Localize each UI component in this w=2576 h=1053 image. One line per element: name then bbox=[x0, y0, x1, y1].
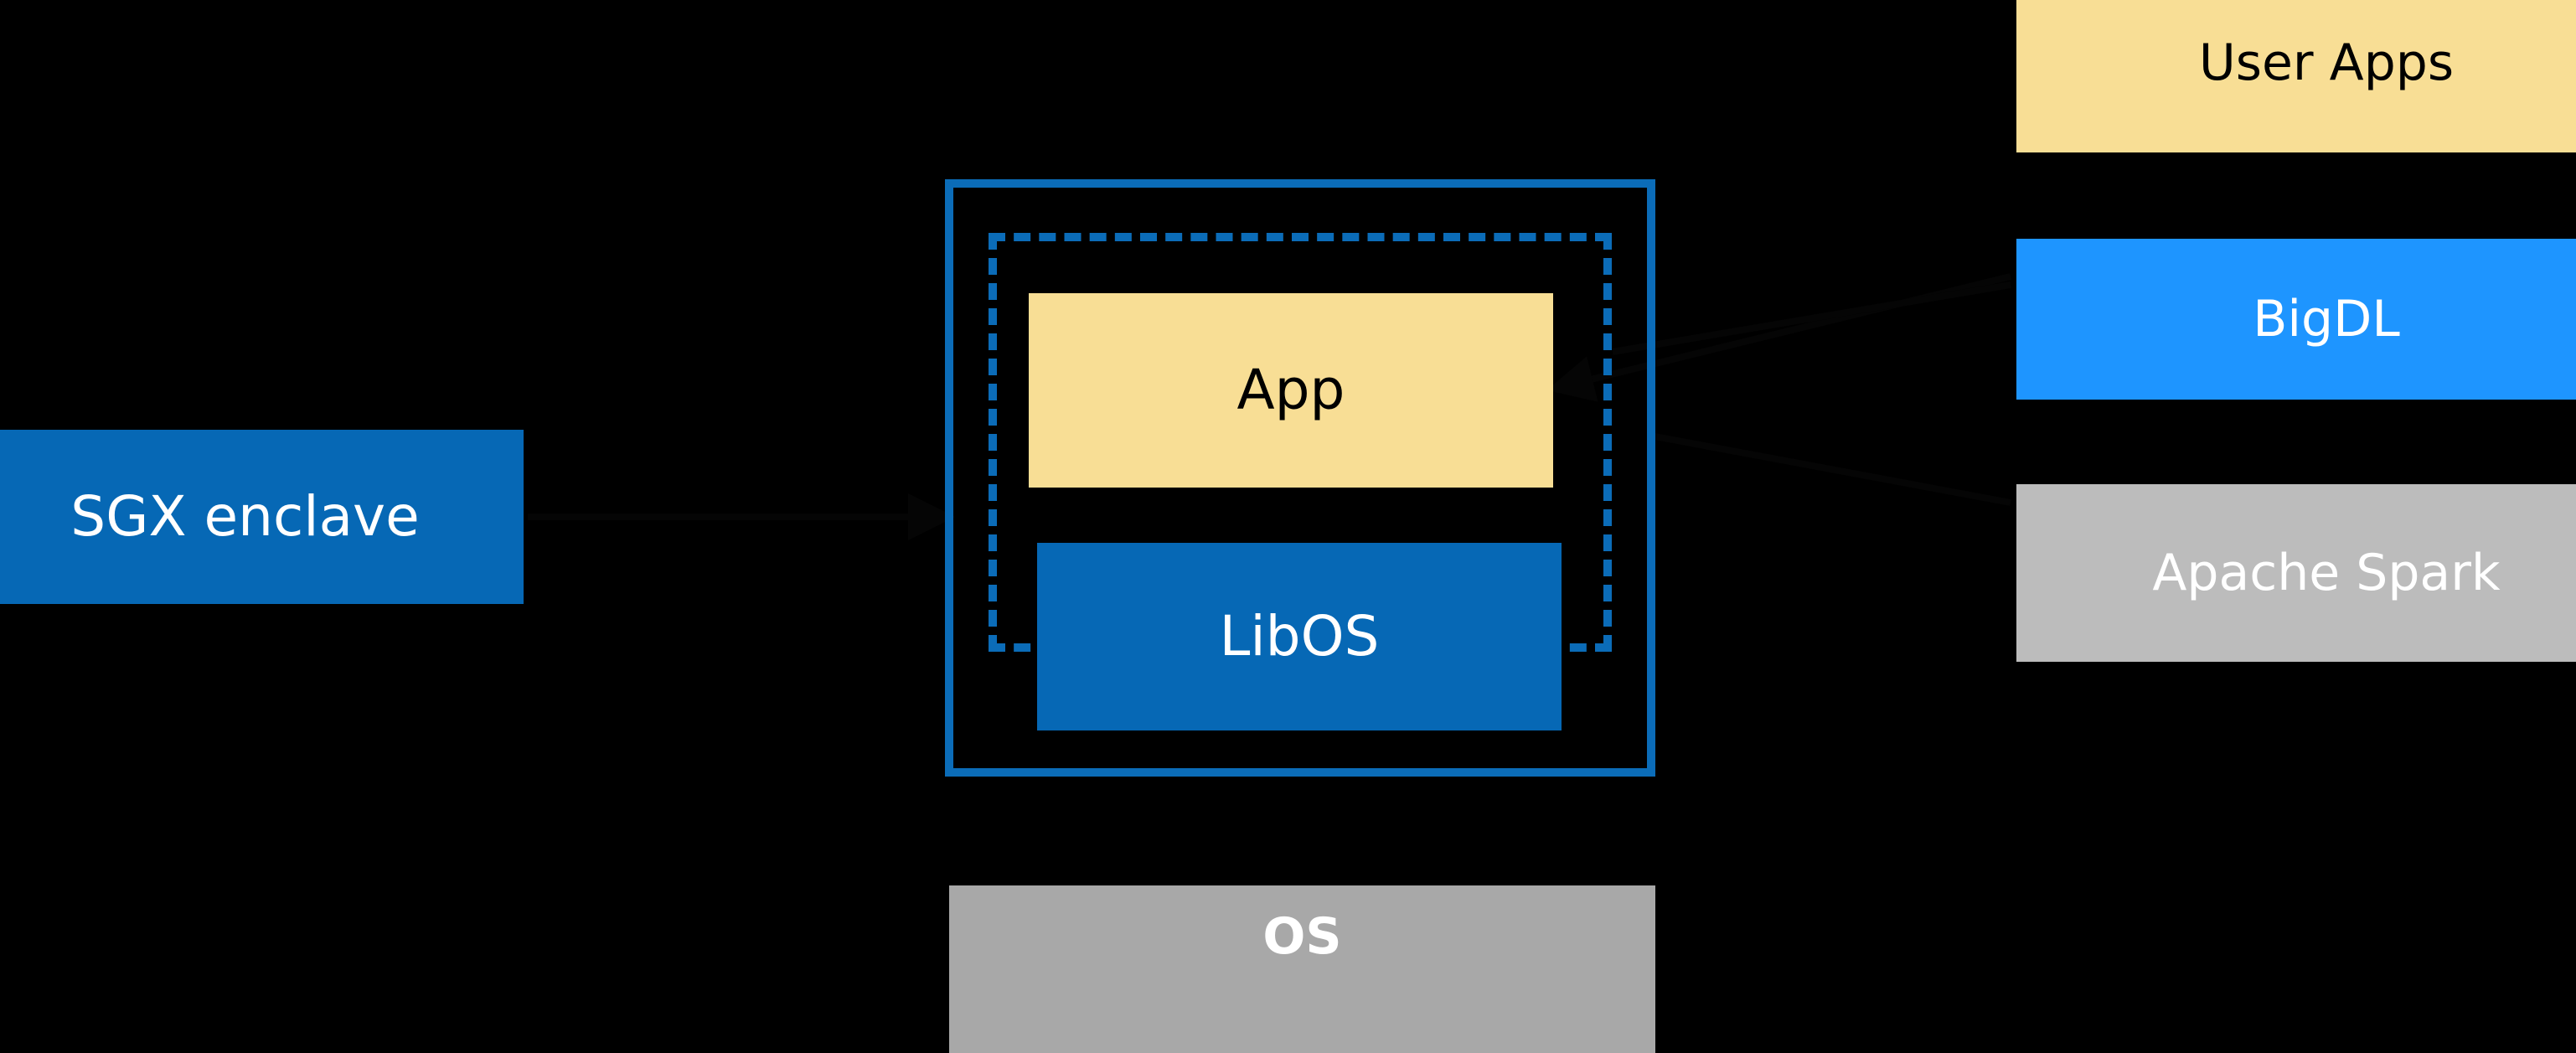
app-box[interactable]: App bbox=[1029, 293, 1553, 488]
os-label: OS bbox=[1262, 907, 1342, 966]
apache-spark-label: Apache Spark bbox=[2152, 544, 2501, 602]
libos-label: LibOS bbox=[1219, 603, 1380, 668]
app-label: App bbox=[1236, 357, 1345, 422]
libos-box[interactable]: LibOS bbox=[1037, 543, 1562, 730]
user-apps-label: User Apps bbox=[2198, 34, 2455, 92]
apache-spark-box[interactable]: Apache Spark bbox=[2016, 484, 2576, 662]
sgx-enclave-label: SGX enclave bbox=[70, 483, 420, 549]
connector-dashed-lower bbox=[1649, 432, 2011, 506]
bigdl-label: BigDL bbox=[2253, 290, 2400, 348]
sgx-enclave-box[interactable]: SGX enclave bbox=[0, 430, 524, 604]
user-apps-box[interactable]: User Apps bbox=[2016, 0, 2576, 152]
os-box[interactable]: OS bbox=[949, 885, 1655, 1053]
connector-dashed-to-right bbox=[1612, 281, 2011, 355]
bigdl-box[interactable]: BigDL bbox=[2016, 239, 2576, 400]
enclave-outer-boundary bbox=[945, 179, 1655, 777]
